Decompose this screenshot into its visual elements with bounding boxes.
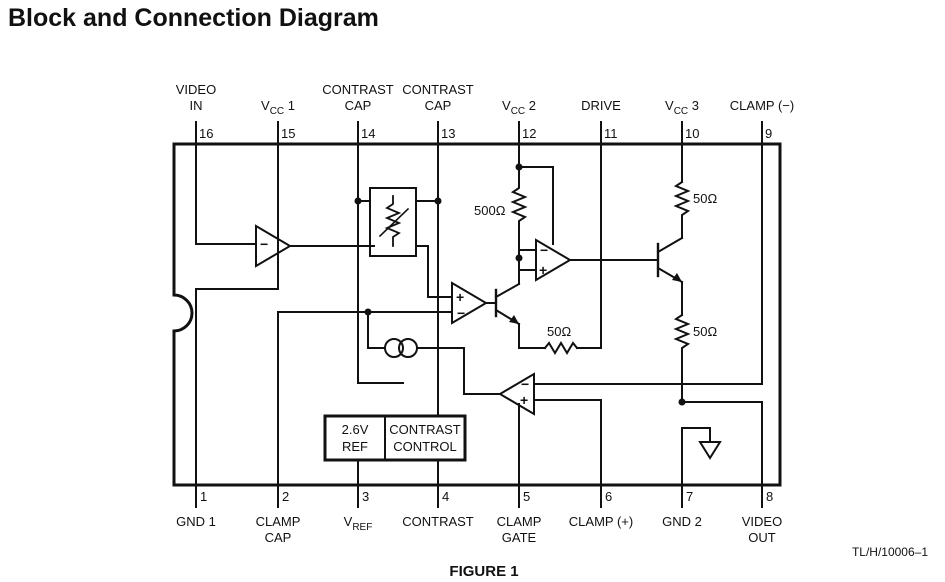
- junction-dot: [678, 398, 686, 406]
- figure-caption: FIGURE 1: [449, 563, 518, 580]
- pin-13-label-1: CONTRAST: [402, 82, 474, 97]
- top-pin-number: 14: [361, 126, 375, 141]
- clamp-comparator: [498, 372, 535, 416]
- pin-9-label: CLAMP (−): [730, 98, 794, 113]
- top-pin-number: 12: [522, 126, 536, 141]
- amp3-minus-sign: −: [540, 242, 548, 258]
- pin-15-label: VCC 1: [261, 98, 295, 117]
- junction-dot: [354, 197, 362, 205]
- ref-contrast-block: [323, 414, 467, 462]
- pin-8-label-2: OUT: [748, 530, 776, 545]
- ground-symbol: [698, 441, 722, 460]
- junction-dot: [434, 197, 442, 205]
- resistor-500-label: 500Ω: [474, 203, 506, 218]
- bottom-pin-number: 2: [282, 489, 289, 504]
- amp3-plus-sign: +: [539, 262, 547, 278]
- variable-arrow: [378, 207, 410, 238]
- junction-dot: [515, 163, 523, 171]
- pin-16-label-2: IN: [190, 98, 203, 113]
- pin-2-label-1: CLAMP: [256, 514, 301, 529]
- pin-2-label-2: CAP: [265, 530, 292, 545]
- pin-4-label: CONTRAST: [402, 514, 474, 529]
- pin-11-label: DRIVE: [581, 98, 621, 113]
- page-title: Block and Connection Diagram: [8, 4, 379, 32]
- resistor-50-top-symbol: [673, 180, 691, 239]
- top-pin-number: 15: [281, 126, 295, 141]
- pin-7-label: GND 2: [662, 514, 702, 529]
- resistor-500-symbol: [510, 177, 528, 259]
- driver-amp: [535, 238, 572, 282]
- q2-collector: [656, 236, 684, 254]
- q1-emitter-arrow: [509, 315, 519, 324]
- bottom-pin-number: 1: [200, 489, 207, 504]
- pin-14-label-1: CONTRAST: [322, 82, 394, 97]
- pin-5-label-1: CLAMP: [497, 514, 542, 529]
- bottom-pin-number: 8: [766, 489, 773, 504]
- bottom-pin-number: 5: [523, 489, 530, 504]
- ref-block-line-2: REF: [342, 439, 368, 454]
- pin-12-label: VCC 2: [502, 98, 536, 117]
- pin-1-label: GND 1: [176, 514, 216, 529]
- figure-code: TL/H/10006–1: [852, 545, 928, 559]
- contrast-block-line-2: CONTROL: [393, 439, 457, 454]
- top-pin-number: 10: [685, 126, 699, 141]
- bottom-pin-number: 4: [442, 489, 449, 504]
- top-pin-number: 11: [604, 126, 618, 141]
- current-source-b: [398, 338, 418, 358]
- chip-outline: [172, 142, 782, 487]
- pin-5-label-2: GATE: [502, 530, 537, 545]
- ref-block-line-1: 2.6V: [342, 422, 369, 437]
- comp-minus-sign: −: [521, 376, 529, 392]
- top-pin-number: 16: [199, 126, 213, 141]
- junction-dot: [364, 308, 372, 316]
- junction-dot: [515, 254, 523, 262]
- amp2-minus-sign: −: [457, 305, 465, 321]
- resistor-50-bottom-label: 50Ω: [547, 324, 571, 339]
- pin-10-label: VCC 3: [665, 98, 699, 117]
- pin-14-label-2: CAP: [345, 98, 372, 113]
- top-pin-number: 9: [765, 126, 772, 141]
- gain-amp: [451, 281, 488, 325]
- input-buffer-amp: [255, 224, 292, 268]
- resistor-50-mid-symbol: [673, 313, 691, 403]
- resistor-50-mid-label: 50Ω: [693, 324, 717, 339]
- pin-3-label: VREF: [344, 514, 373, 533]
- bottom-pin-number: 7: [686, 489, 693, 504]
- resistor-50-bottom-symbol: [543, 341, 579, 355]
- pin-13-label-2: CAP: [425, 98, 452, 113]
- comp-plus-sign: +: [520, 392, 528, 408]
- pin-6-label: CLAMP (+): [569, 514, 633, 529]
- top-pin-number: 13: [441, 126, 455, 141]
- attenuator-box: [369, 187, 417, 257]
- pin-8-label-1: VIDEO: [742, 514, 782, 529]
- q2-emitter-arrow: [672, 273, 682, 282]
- amp2-plus-sign: +: [456, 289, 464, 305]
- amp1-minus-sign: −: [260, 236, 268, 252]
- bottom-pin-number: 3: [362, 489, 369, 504]
- variable-resistor: [384, 195, 402, 247]
- q1-collector: [494, 282, 521, 299]
- bottom-pin-number: 6: [605, 489, 612, 504]
- resistor-50-top-label: 50Ω: [693, 191, 717, 206]
- pin-16-label-1: VIDEO: [176, 82, 216, 97]
- contrast-block-line-1: CONTRAST: [389, 422, 461, 437]
